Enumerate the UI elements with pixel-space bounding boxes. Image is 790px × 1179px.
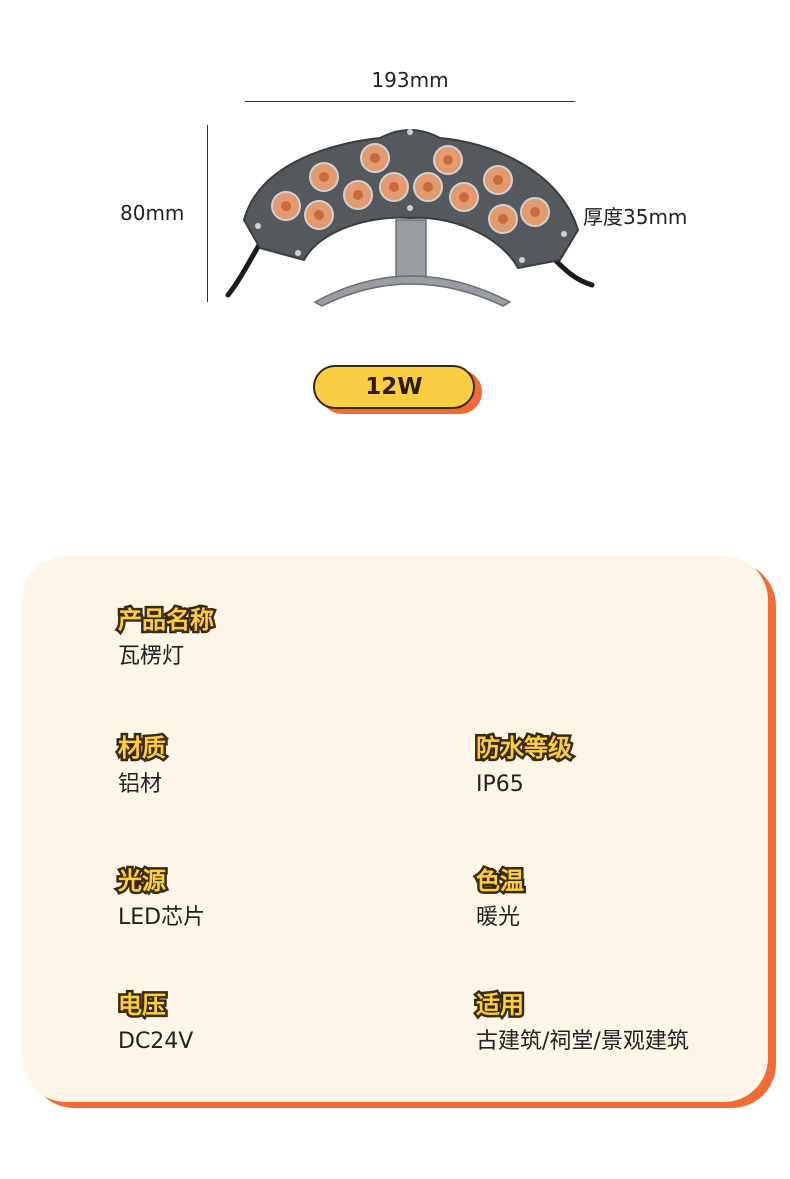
- product-image: [225, 129, 595, 307]
- width-dimension-line: [245, 101, 575, 102]
- power-badge: 12W: [313, 365, 475, 409]
- spec-value: LED芯片: [118, 905, 206, 930]
- spec-value: 古建筑/祠堂/景观建筑: [476, 1029, 689, 1054]
- spec-product-name: 产品名称 瓦楞灯: [116, 604, 217, 671]
- height-dimension-label: 80mm: [120, 201, 185, 225]
- spec-label: 色温: [474, 865, 527, 898]
- spec-label: 适用: [474, 989, 527, 1022]
- height-dimension-line: [207, 125, 208, 302]
- thickness-dimension-label: 厚度35mm: [583, 205, 688, 229]
- spec-light-source: 光源 LED芯片: [115, 865, 206, 932]
- spec-value: IP65: [476, 772, 524, 797]
- spec-material: 材质 铝材: [116, 732, 169, 799]
- spec-label: 材质: [116, 732, 169, 765]
- width-dimension-label: 193mm: [371, 68, 449, 92]
- spec-label: 光源: [115, 865, 168, 898]
- spec-color-temp: 色温 暖光: [474, 865, 527, 932]
- spec-voltage: 电压 DC24V: [115, 989, 194, 1056]
- spec-value: 暖光: [476, 905, 521, 930]
- spec-value: 铝材: [118, 772, 163, 797]
- spec-card: [22, 556, 768, 1102]
- spec-label: 产品名称: [116, 604, 217, 637]
- spec-label: 防水等级: [474, 732, 575, 765]
- spec-value: 瓦楞灯: [118, 644, 185, 669]
- spec-value: DC24V: [118, 1029, 194, 1054]
- spec-waterproof: 防水等级 IP65: [474, 732, 575, 799]
- spec-label: 电压: [115, 989, 168, 1022]
- spec-application: 适用 古建筑/祠堂/景观建筑: [474, 989, 689, 1056]
